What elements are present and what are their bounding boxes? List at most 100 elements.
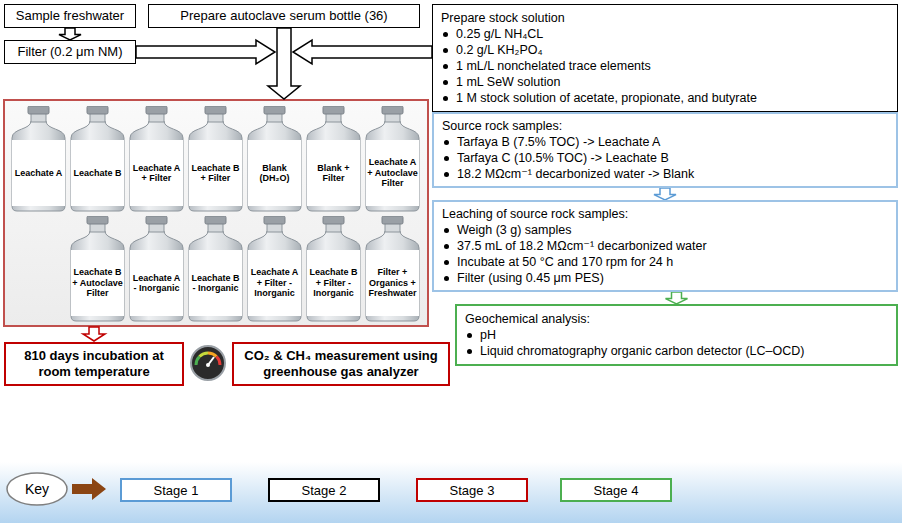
serum-bottle: Leachate A + Filter - Inorganic: [246, 216, 303, 322]
serum-bottle: Leachate A + Autoclave Filter: [364, 106, 421, 212]
bullet-text: 1 mL SeW solution: [456, 74, 560, 90]
info-box: Prepare stock solution0.25 g/L NH₄CL0.2 …: [432, 4, 898, 112]
merge-arrow: [268, 28, 300, 99]
bottle-outline: [128, 216, 185, 322]
bullet-text: Weigh (3 g) samples: [457, 222, 571, 238]
key-oval: Key: [6, 472, 68, 506]
box-label: Sample freshwater: [9, 8, 131, 24]
list-line: 0.2 g/L KH₂PO₄: [441, 42, 889, 58]
bottle-outline: [187, 106, 244, 212]
box-label: CO₂ & CH₄ measurement using greenhouse g…: [238, 348, 444, 380]
list-line: Tarfaya C (10.5% TOC) -> Leachate B: [442, 150, 888, 166]
bottle-outline: [305, 216, 362, 322]
info-box: Source rock samples:Tarfaya B (7.5% TOC)…: [432, 112, 898, 188]
text-holder: 810 days incubation at room temperature: [6, 347, 182, 381]
legend-text: Stage 2: [302, 483, 347, 498]
list-line: 1 mL/L nonchelated trace elements: [441, 58, 889, 74]
bullet-dot: [443, 96, 448, 101]
bottle-label: Leachate B + Filter - Inorganic: [307, 250, 360, 316]
bullet-dot: [467, 349, 472, 354]
text-holder: Leaching of source rock samples:Weigh (3…: [434, 203, 896, 289]
bullet-text: 0.2 g/L KH₂PO₄: [456, 42, 543, 58]
bottle-label: Filter + Organics + Freshwater: [366, 250, 419, 316]
bullet-dot: [444, 244, 449, 249]
serum-bottle: Leachate B + Autoclave Filter: [69, 216, 126, 322]
serum-bottle: Leachate B + Filter: [187, 106, 244, 212]
text-holder: Source rock samples:Tarfaya B (7.5% TOC)…: [434, 115, 896, 185]
stage-swatch: Stage 1: [120, 478, 232, 502]
bottle-label: Leachate B - Inorganic: [189, 250, 242, 316]
legend-text: Stage 4: [594, 483, 639, 498]
process-box: CO₂ & CH₄ measurement using greenhouse g…: [232, 342, 450, 386]
bottle-text: Leachate A - Inorganic: [131, 273, 182, 294]
list-line: 18.2 MΩcm⁻¹ decarbonized water -> Blank: [442, 166, 888, 182]
bottle-text: Leachate A + Filter - Inorganic: [249, 267, 300, 299]
bottle-label: Leachate B + Autoclave Filter: [71, 250, 124, 316]
process-box: Prepare autoclave serum bottle (36): [148, 4, 420, 28]
box-heading: Geochemical analysis:: [465, 311, 590, 327]
feed-arrow: [293, 40, 432, 64]
list-line: Liquid chromatography organic carbon det…: [465, 343, 888, 359]
gauge-icon: [191, 346, 225, 380]
bottle-text: Filter + Organics + Freshwater: [367, 267, 418, 299]
bottle-text: Leachate A + Autoclave Filter: [367, 157, 418, 189]
oval-outline: [6, 472, 68, 506]
bullet-dot: [444, 260, 449, 265]
bullet-text: 1 mL/L nonchelated trace elements: [456, 58, 651, 74]
bottle-outline: [364, 106, 421, 212]
text-holder: Prepare stock solution0.25 g/L NH₄CL0.2 …: [433, 7, 897, 109]
key-text: Key: [25, 481, 49, 497]
stage-swatch: Stage 3: [416, 478, 528, 502]
bullet-text: Incubate at 50 °C and 170 rpm for 24 h: [457, 254, 673, 270]
bullet-dot: [444, 140, 449, 145]
bullet-dot: [444, 156, 449, 161]
block-arrow: [654, 188, 676, 200]
list-line: Weigh (3 g) samples: [442, 222, 888, 238]
bottle-text: Leachate B + Filter - Inorganic: [308, 267, 359, 299]
box-heading: Leaching of source rock samples:: [442, 206, 628, 222]
bottle-outline: [364, 216, 421, 322]
stage-swatch: Stage 4: [560, 478, 672, 502]
feed-arrow: [136, 40, 275, 64]
list-line: Geochemical analysis:: [465, 311, 888, 327]
process-box: 810 days incubation at room temperature: [4, 342, 184, 386]
bottle-text: Leachate B: [73, 168, 121, 179]
bottle-text: Leachate B + Filter: [190, 163, 241, 184]
bottle-label: Leachate A + Autoclave Filter: [366, 140, 419, 206]
bullet-text: 1 M stock solution of acetate, propionat…: [456, 90, 757, 106]
bottle-label: Leachate A: [12, 140, 65, 206]
list-line: Tarfaya B (7.5% TOC) -> Leachate A: [442, 134, 888, 150]
block-arrow: [666, 292, 688, 304]
bottle-text: Leachate B - Inorganic: [190, 273, 241, 294]
bottle-label: Leachate B: [71, 140, 124, 206]
list-line: Incubate at 50 °C and 170 rpm for 24 h: [442, 254, 888, 270]
bullet-dot: [444, 276, 449, 281]
bottle-label: Blank (DH₂O): [248, 140, 301, 206]
bullet-dot: [444, 172, 449, 177]
serum-bottle: Leachate B: [69, 106, 126, 212]
serum-bottle: Leachate B - Inorganic: [187, 216, 244, 322]
info-box: Geochemical analysis:pHLiquid chromatogr…: [455, 304, 898, 366]
incubation-arrow: [83, 327, 105, 341]
list-line: 0.25 g/L NH₄CL: [441, 26, 889, 42]
bullet-dot: [444, 228, 449, 233]
bullet-dot: [443, 48, 448, 53]
bottle-label: Leachate A + Filter - Inorganic: [248, 250, 301, 316]
box-heading: Prepare stock solution: [441, 10, 565, 26]
list-line: Leaching of source rock samples:: [442, 206, 888, 222]
list-line: 1 M stock solution of acetate, propionat…: [441, 90, 889, 106]
bottle-text: Blank + Filter: [308, 163, 359, 184]
bullet-text: pH: [480, 327, 496, 343]
box-heading: Source rock samples:: [442, 118, 562, 134]
list-line: 37.5 mL of 18.2 MΩcm⁻¹ decarbonized wate…: [442, 238, 888, 254]
bottle-label: Blank + Filter: [307, 140, 360, 206]
bottle-outline: [10, 106, 67, 212]
bullet-text: 37.5 mL of 18.2 MΩcm⁻¹ decarbonized wate…: [457, 238, 707, 254]
box-label: Filter (0.2 μm NM): [9, 44, 131, 60]
bottle-label: Leachate A - Inorganic: [130, 250, 183, 316]
text-holder: Sample freshwater: [5, 7, 135, 25]
serum-bottle: Leachate A - Inorganic: [128, 216, 185, 322]
legend-text: Stage 1: [154, 483, 199, 498]
